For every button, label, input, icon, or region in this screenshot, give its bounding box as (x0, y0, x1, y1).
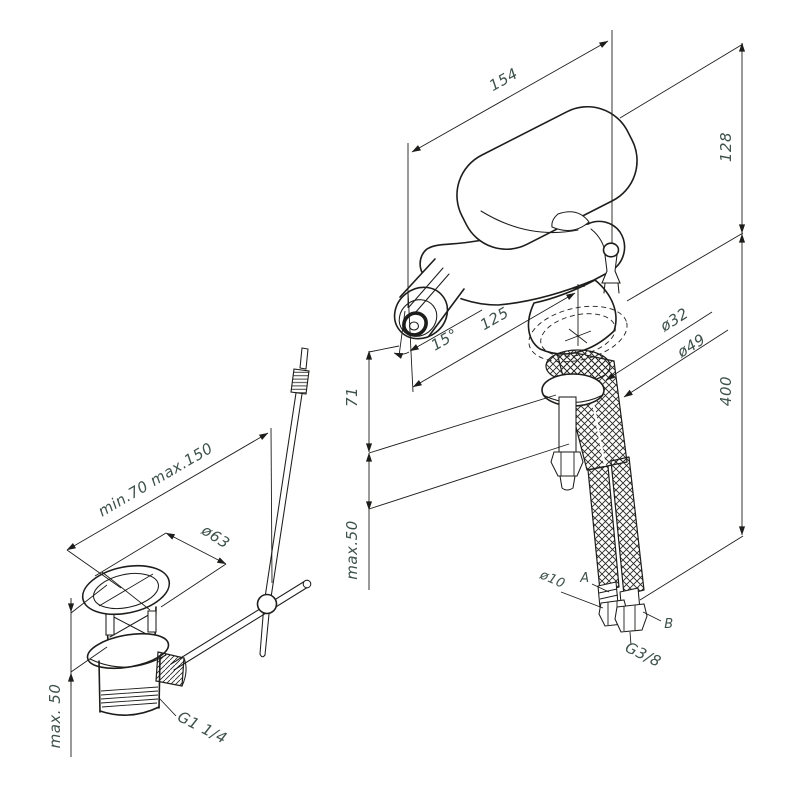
hose-end-fittings (597, 581, 648, 633)
dim-hole-diameter: ø32 (656, 304, 692, 336)
drain-waste-body (81, 564, 187, 716)
dim-flange-diameter: ø63 (198, 521, 234, 553)
dimension-annotations (66, 30, 746, 757)
mounting-stud (558, 396, 577, 453)
dim-body-length: 154 (486, 64, 521, 95)
dim-spout-projection: 125 (477, 303, 512, 334)
drain-lever-rod (170, 579, 312, 671)
label-hose-b: B (664, 617, 673, 632)
drain-assembly-drawing (81, 347, 312, 716)
drain-pull-rod (259, 347, 310, 658)
hose-b-nut (614, 603, 648, 633)
dim-drain-max-depth: max. 50 (46, 684, 64, 749)
dim-pin-diameter: ø10 (537, 567, 568, 592)
dim-deck-max: max.50 (343, 520, 361, 580)
mounting-nut (550, 451, 584, 477)
dim-rod-range: min.70 max.150 (95, 439, 216, 520)
label-hose-thread: G3/8 (622, 638, 664, 671)
dim-hose-length: 400 (717, 376, 735, 406)
label-hose-a: A (579, 571, 589, 586)
dim-base-diameter: ø49 (673, 330, 709, 362)
dim-height-above-deck: 128 (717, 132, 735, 162)
popup-rod-knob (601, 242, 621, 294)
label-waste-thread: G1 1/4 (175, 707, 230, 747)
dim-spout-height: 71 (343, 387, 361, 407)
mixer-drawing (393, 105, 648, 633)
rod-ball-joint (256, 593, 278, 615)
